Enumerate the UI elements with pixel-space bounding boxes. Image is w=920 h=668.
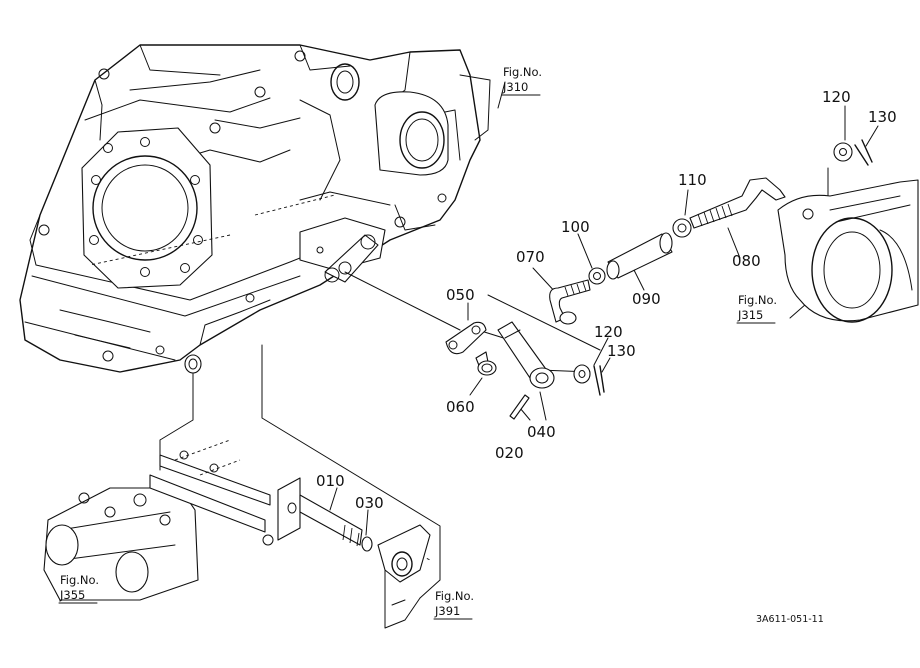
label-030: 030 (355, 494, 384, 512)
part-070-bolt (549, 279, 591, 325)
label-010: 010 (316, 472, 345, 490)
label-100: 100 (561, 218, 590, 236)
label-050: 050 (446, 286, 475, 304)
part-050-plate (445, 321, 487, 355)
label-080: 080 (732, 252, 761, 270)
part-120-washer-upper (833, 142, 853, 162)
fig-ref-j355-number: J355 (59, 588, 85, 602)
label-130-upper: 130 (868, 108, 897, 126)
part-120-washer-lower (573, 364, 591, 384)
figure-references: Fig.No. J310 Fig.No. J315 Fig.No. J355 F… (58, 65, 777, 620)
label-060: 060 (446, 398, 475, 416)
fig-ref-j310-caption: Fig.No. (503, 65, 542, 79)
fig-ref-j315-caption: Fig.No. (738, 293, 777, 307)
part-010-shaft (277, 477, 363, 547)
valve-assembly (43, 439, 274, 601)
label-020: 020 (495, 444, 524, 462)
fig-ref-j391-number: J391 (434, 604, 460, 618)
label-070: 070 (516, 248, 545, 266)
fig-ref-j391-caption: Fig.No. (435, 589, 474, 603)
part-090-sleeve (606, 232, 673, 280)
part-020-pin (509, 394, 530, 420)
label-110: 110 (678, 171, 707, 189)
part-number-labels: 010 020 030 040 050 060 070 080 090 100 … (316, 88, 897, 512)
part-130-clip-lower (593, 365, 605, 396)
right-housing (777, 179, 919, 323)
label-120-upper: 120 (822, 88, 851, 106)
label-090: 090 (632, 290, 661, 308)
part-060-bolt (475, 351, 497, 376)
part-030-oring (361, 536, 373, 552)
part-080-rod (689, 177, 786, 229)
transmission-housing (19, 44, 491, 374)
part-040-lever (497, 321, 555, 389)
diagram-code: 3A611-051-11 (756, 614, 824, 625)
fig-ref-j310-number: J310 (502, 80, 528, 94)
part-110-nut (672, 218, 692, 238)
fig-ref-j315-number: J315 (737, 308, 763, 322)
label-040: 040 (527, 423, 556, 441)
part-100-nut (588, 267, 606, 285)
label-130-lower: 130 (607, 342, 636, 360)
label-120-lower: 120 (594, 323, 623, 341)
part-130-clip-upper (854, 139, 873, 166)
lift-arm-bracket (377, 524, 431, 629)
fig-ref-j355-caption: Fig.No. (60, 573, 99, 587)
